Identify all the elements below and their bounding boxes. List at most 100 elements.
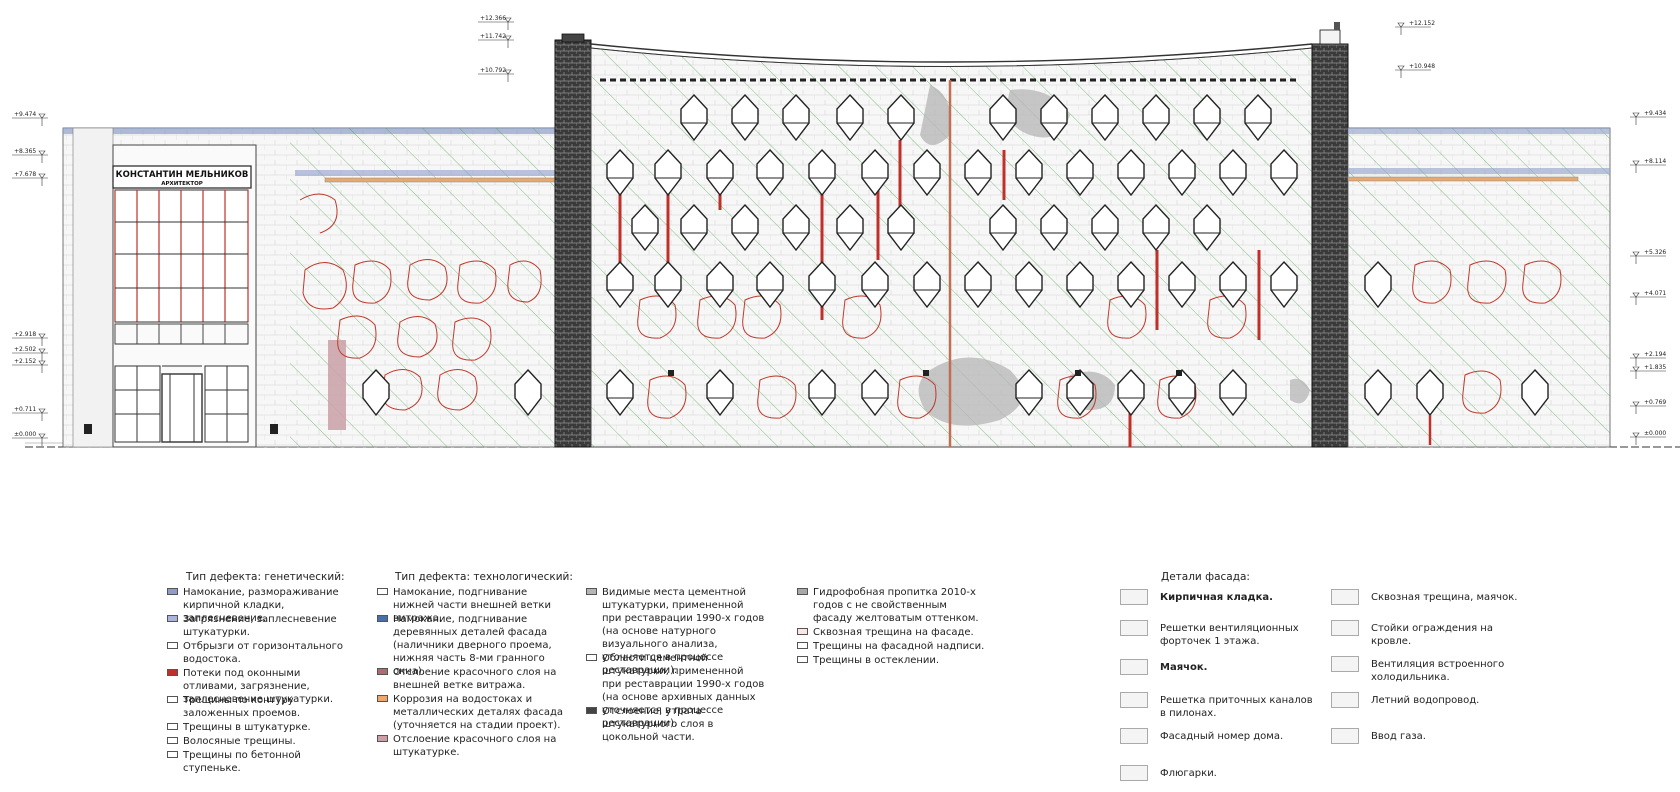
octagon-window xyxy=(731,93,759,142)
legend-item-label: Сквозная трещина на фасаде. xyxy=(813,627,974,638)
legend-item-label: Отслоение красочного слоя на штукатурке. xyxy=(393,734,557,758)
level-label: +9.434 xyxy=(1644,110,1666,117)
legend-swatch xyxy=(797,588,808,595)
detail-item: Флюгарки. xyxy=(1120,765,1320,781)
level-marks-right: +9.434+8.114+5.326+4.071+2.194+1.835+0.7… xyxy=(1630,110,1666,445)
octagon-window xyxy=(631,203,659,252)
octagon-window xyxy=(706,368,734,417)
legend-item: Отбрызги от горизонтального водостока. xyxy=(167,640,357,666)
octagon-window xyxy=(1219,148,1247,197)
octagon-window xyxy=(1142,203,1170,252)
legend-item: Сквозная трещина на фасаде. xyxy=(797,626,987,639)
level-label: +11.742 xyxy=(480,33,506,40)
legend-item: Трещины по контуру заложенных проемов. xyxy=(167,694,357,720)
detail-item: Маячок. xyxy=(1120,659,1320,675)
railing-icon xyxy=(1331,620,1359,636)
legend-item-label: Намокание, подгнивание нижней части внеш… xyxy=(393,587,551,624)
sign-line1: КОНСТАНТИН МЕЛЬНИКОВ xyxy=(116,170,249,180)
octagon-window xyxy=(1244,93,1272,142)
legend-item: Трещины по бетонной ступеньке. xyxy=(167,749,357,775)
octagon-window xyxy=(1117,260,1145,309)
detail-item-label: Стойки ограждения на кровле. xyxy=(1371,623,1493,647)
octagon-window xyxy=(782,203,810,252)
legend-item-label: Отслоение красочного слоя на внешней вет… xyxy=(393,667,557,691)
octagon-window xyxy=(1168,148,1196,197)
detail-item: Решетка приточных каналов в пилонах. xyxy=(1120,692,1320,720)
octagon-window xyxy=(989,93,1017,142)
right-pylon xyxy=(1311,43,1349,448)
level-label: +12.152 xyxy=(1409,20,1435,27)
octagon-window xyxy=(706,148,734,197)
octagon-window xyxy=(808,260,836,309)
facade-drawing: КОНСТАНТИН МЕЛЬНИКОВ АРХИТЕКТОР xyxy=(12,15,1680,448)
level-label: +2.194 xyxy=(1644,351,1666,358)
octagon-window xyxy=(1015,148,1043,197)
legend-item: Намокание, размораживание кирпичной клад… xyxy=(167,586,357,625)
octagon-window xyxy=(861,368,889,417)
legend-item: Области цементной штукатурки, примененно… xyxy=(586,652,766,730)
octagon-window xyxy=(1193,203,1221,252)
left-pylon xyxy=(554,39,592,448)
octagon-window xyxy=(1219,260,1247,309)
level-label: +7.678 xyxy=(14,171,36,178)
octagon-window xyxy=(836,93,864,142)
octagon-window xyxy=(861,148,889,197)
octagon-window xyxy=(887,93,915,142)
octagon-window xyxy=(1015,368,1043,417)
legend-details-title: Детали фасада: xyxy=(1161,571,1250,583)
legend-item: Коррозия на водостоках и металлических д… xyxy=(377,693,567,732)
gas-inlet-icon xyxy=(1331,728,1359,744)
octagon-window xyxy=(808,148,836,197)
legend-item: Отслоение красочного слоя на штукатурке. xyxy=(377,733,567,759)
octagon-window xyxy=(606,260,634,309)
octagon-window xyxy=(1066,260,1094,309)
octagon-window xyxy=(1091,93,1119,142)
left-crack-loops xyxy=(299,193,542,411)
octagon-window xyxy=(1117,368,1145,417)
legend-swatch xyxy=(797,656,808,663)
detail-item: Стойки ограждения на кровле. xyxy=(1331,620,1531,648)
octagon-window xyxy=(1142,93,1170,142)
right-wing xyxy=(1347,127,1611,448)
octagon-window xyxy=(782,93,810,142)
water-pipe-icon xyxy=(1331,692,1359,708)
octagon-window xyxy=(1168,368,1196,417)
detail-item: Сквозная трещина, маячок. xyxy=(1331,589,1531,605)
detail-item: Фасадный номер дома. xyxy=(1120,728,1320,744)
legend-swatch xyxy=(586,588,597,595)
level-label: +2.152 xyxy=(14,358,36,365)
left-wing: КОНСТАНТИН МЕЛЬНИКОВ АРХИТЕКТОР xyxy=(62,127,556,448)
octagon-window xyxy=(756,148,784,197)
legend-item-label: Загрязнение, заплесневение штукатурки. xyxy=(183,614,337,638)
legend-item: Гидрофобная пропитка 2010-х годов с не с… xyxy=(797,586,987,625)
legend-item-label: Трещины на фасадной надписи. xyxy=(813,641,985,652)
detail-item: Летний водопровод. xyxy=(1331,692,1531,708)
octagon-window xyxy=(1066,148,1094,197)
legend-item: Волосяные трещины. xyxy=(167,735,357,748)
detail-item-label: Фасадный номер дома. xyxy=(1160,731,1284,742)
octagon-window xyxy=(913,260,941,309)
octagon-window xyxy=(1066,368,1094,417)
detail-item: Решетки вентиляционных форточек 1 этажа. xyxy=(1120,620,1320,648)
octagon-window xyxy=(808,368,836,417)
level-label: +2.918 xyxy=(14,331,36,338)
legend-swatch xyxy=(377,668,388,675)
octagon-window xyxy=(654,260,682,309)
octagon-window xyxy=(989,203,1017,252)
octagon-window xyxy=(654,148,682,197)
central-block xyxy=(590,43,1313,448)
octagon-window xyxy=(680,203,708,252)
octagon-window xyxy=(1270,148,1298,197)
legend-item-label: Трещины по бетонной ступеньке. xyxy=(183,750,301,774)
octagon-window xyxy=(1040,93,1068,142)
legend-item-label: Области цементной штукатурки, примененно… xyxy=(602,653,765,729)
level-label: +5.326 xyxy=(1644,249,1666,256)
octagon-window xyxy=(606,148,634,197)
legend-item-label: Намокание, подгнивание деревянных детале… xyxy=(393,614,552,677)
legend-swatch xyxy=(377,695,388,702)
level-label: ±0.000 xyxy=(14,431,36,438)
legend-item-label: Гидрофобная пропитка 2010-х годов с не с… xyxy=(813,587,979,624)
legend-item-label: Потеки под оконными отливами, загрязнени… xyxy=(183,668,333,705)
level-label: ±0.000 xyxy=(1644,430,1666,437)
level-label: +8.114 xyxy=(1644,158,1666,165)
